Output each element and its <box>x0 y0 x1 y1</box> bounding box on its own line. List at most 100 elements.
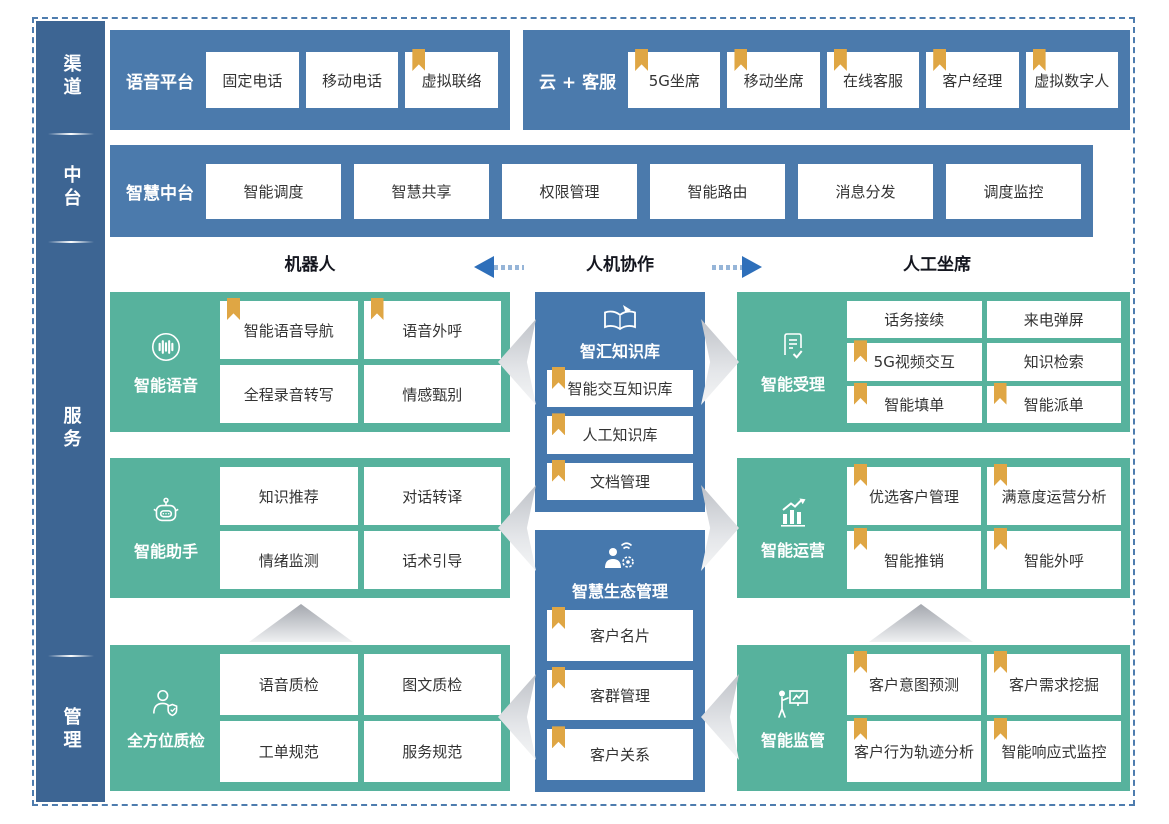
sidebar-section-middle-platform: 中台 <box>36 135 105 241</box>
middle-platform-items: 智能调度 智慧共享 权限管理 智能路由 消息分发 调度监控 <box>206 163 1081 219</box>
sidebar-section-service: 服务 <box>36 243 105 655</box>
chip-online-service: 在线客服 <box>826 49 920 108</box>
group-smart-middle-platform-label: 智慧中台 <box>126 183 194 204</box>
bookmark-icon <box>994 464 1007 486</box>
block-smart-operations: 智能运营 优选客户管理 满意度运营分析 智能推销 智能外呼 <box>737 458 1130 598</box>
bookmark-icon <box>833 49 847 71</box>
bookmark-icon <box>552 666 565 689</box>
sidebar-divider <box>47 655 94 657</box>
block-smart-supervision: 智能监管 客户意图预测 客户需求挖掘 客户行为轨迹分析 智能响应式监控 <box>737 645 1130 791</box>
cell-label: 知识检索 <box>1023 353 1084 372</box>
cell-label: 客户关系 <box>589 746 650 765</box>
block-smart-assistant-items: 知识推荐 对话转译 情绪监测 话术引导 <box>220 467 501 589</box>
bookmark-icon <box>994 528 1007 550</box>
block-smart-supervision-items: 客户意图预测 客户需求挖掘 客户行为轨迹分析 智能响应式监控 <box>847 651 1121 782</box>
bookmark-icon <box>854 464 867 486</box>
acceptance-icon <box>776 330 810 364</box>
cell-label: 客户行为轨迹分析 <box>853 743 974 761</box>
voice-icon <box>148 329 184 365</box>
cell-label: 客群管理 <box>589 686 650 705</box>
block-title: 智能助手 <box>133 541 198 561</box>
cell-customer-relationship: 客户关系 <box>547 726 693 781</box>
arrow-left-head-icon <box>474 256 494 278</box>
cell-call-connection: 话务接续 <box>847 301 982 339</box>
chip-label: 虚拟数字人 <box>1034 71 1110 90</box>
cell-work-order-standard: 工单规范 <box>220 721 358 782</box>
cell-smart-order-dispatch: 智能派单 <box>986 382 1121 423</box>
cell-smart-responsive-monitoring: 智能响应式监控 <box>987 718 1121 782</box>
cell-label: 优选客户管理 <box>868 487 959 506</box>
sidebar: 渠道 中台 服务 管理 <box>36 21 105 802</box>
arrow-left-dashed-tail <box>494 264 524 270</box>
header-robot: 机器人 <box>284 255 336 275</box>
cell-incoming-call-popup: 来电弹屏 <box>986 301 1121 339</box>
dashed-border-frame <box>32 17 1135 806</box>
cell-label: 文档管理 <box>589 472 650 491</box>
cell-voice-quality-inspection: 语音质检 <box>220 654 358 715</box>
arrow-right <box>712 256 762 278</box>
voice-platform-items: 固定电话 移动电话 虚拟联络 <box>206 49 499 108</box>
cell-5g-video-interaction: 5G视频交互 <box>847 340 982 381</box>
group-voice-platform: 语音平台 固定电话 移动电话 虚拟联络 <box>110 30 510 130</box>
chip-permission-management: 权限管理 <box>502 163 637 219</box>
block-smart-voice-header: 智能语音 <box>119 301 213 423</box>
chip-account-manager: 客户经理 <box>926 49 1019 108</box>
cell-label: 来电弹屏 <box>1023 311 1084 330</box>
cell-customer-intent-prediction: 客户意图预测 <box>847 651 981 715</box>
cell-label: 客户需求挖掘 <box>1008 676 1099 694</box>
arrow-right-dashed-tail <box>712 264 742 270</box>
cell-label: 图文质检 <box>402 676 463 694</box>
bookmark-icon <box>412 49 426 71</box>
group-voice-platform-label: 语音平台 <box>126 72 194 93</box>
header-human-agent: 人工坐席 <box>903 255 971 275</box>
sidebar-label-middle-platform: 中台 <box>60 165 82 211</box>
bookmark-icon <box>933 49 947 71</box>
block-knowledge-base-header: 智汇知识库 <box>547 300 693 370</box>
bookmark-icon <box>854 528 867 550</box>
cell-satisfaction-operation-analysis: 满意度运营分析 <box>987 464 1121 525</box>
chip-smart-routing: 智能路由 <box>650 163 785 219</box>
block-title: 智能运营 <box>760 540 825 560</box>
cell-label: 智能语音导航 <box>243 321 334 340</box>
cell-label: 人工知识库 <box>582 426 658 445</box>
ecosystem-icon <box>600 542 640 576</box>
chip-label: 消息分发 <box>835 182 896 201</box>
block-title: 智汇知识库 <box>579 342 660 361</box>
cell-label: 智能推销 <box>883 551 944 570</box>
chip-virtual-contact: 虚拟联络 <box>405 49 499 108</box>
sidebar-divider <box>47 241 94 243</box>
block-smart-supervision-header: 智能监管 <box>746 654 840 782</box>
bookmark-icon <box>635 49 649 71</box>
block-smart-operations-items: 优选客户管理 满意度运营分析 智能推销 智能外呼 <box>847 464 1121 589</box>
cell-smart-promotion: 智能推销 <box>847 528 981 589</box>
cell-label: 话务接续 <box>884 311 945 330</box>
block-ecosystem-management-items: 客户名片 客群管理 客户关系 <box>547 607 693 781</box>
chip-fixed-phone: 固定电话 <box>206 52 299 108</box>
block-knowledge-base-items: 智能交互知识库 人工知识库 文档管理 <box>547 367 693 500</box>
cell-label: 话术引导 <box>402 551 463 570</box>
block-smart-voice: 智能语音 智能语音导航 语音外呼 全程录音转写 情感甄别 <box>110 292 510 432</box>
bookmark-icon <box>552 367 565 389</box>
block-all-round-quality-inspection: 全方位质检 语音质检 图文质检 工单规范 服务规范 <box>110 645 510 791</box>
block-ecosystem-management-header: 智慧生态管理 <box>547 538 693 610</box>
sidebar-section-channel: 渠道 <box>36 21 105 133</box>
bookmark-icon <box>854 651 867 673</box>
chip-label: 客户经理 <box>942 71 1003 90</box>
sidebar-section-management: 管理 <box>36 657 105 802</box>
chip-label: 移动电话 <box>322 71 383 90</box>
cell-dialogue-translation: 对话转译 <box>363 467 501 525</box>
block-quality-inspection-header: 全方位质检 <box>119 654 213 782</box>
chip-mobile-phone: 移动电话 <box>305 52 399 108</box>
cell-label: 对话转译 <box>402 487 463 506</box>
block-smart-assistant: 智能助手 知识推荐 对话转译 情绪监测 话术引导 <box>110 458 510 598</box>
cell-customer-group-management: 客群管理 <box>547 666 693 721</box>
chip-label: 虚拟联络 <box>421 71 482 90</box>
bookmark-icon <box>552 459 565 482</box>
arrow-right-head-icon <box>742 256 762 278</box>
cell-smart-form-filling: 智能填单 <box>847 382 982 423</box>
block-smart-voice-items: 智能语音导航 语音外呼 全程录音转写 情感甄别 <box>220 298 501 423</box>
bookmark-icon <box>994 651 1007 673</box>
cell-label: 情绪监测 <box>258 551 319 570</box>
chip-dispatch-monitoring: 调度监控 <box>946 163 1081 219</box>
arrow-left <box>474 256 524 278</box>
